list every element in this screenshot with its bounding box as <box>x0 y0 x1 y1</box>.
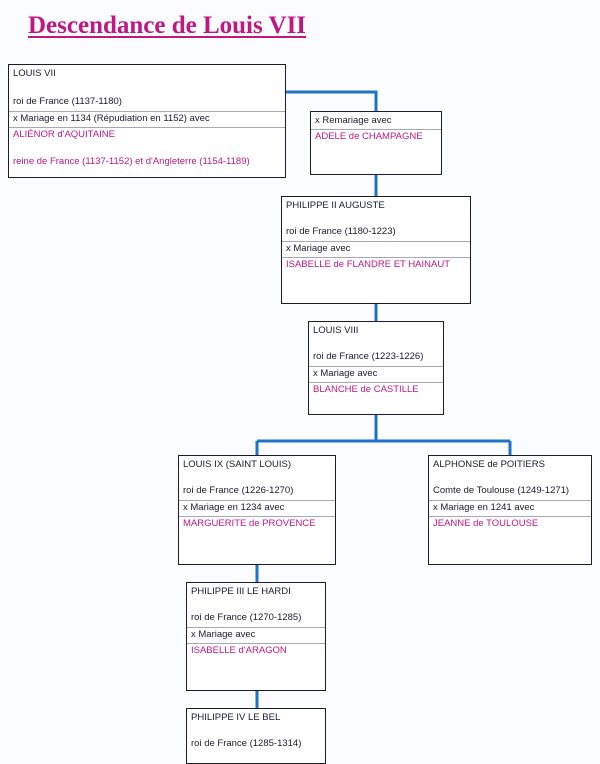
person-title: Comte de Toulouse (1249-1271) <box>433 485 570 496</box>
person-name: LOUIS VIII <box>313 325 359 336</box>
person-title: roi de France (1223-1226) <box>313 351 424 362</box>
person-box-remariage: x Remariage avec ADELE de CHAMPAGNE <box>310 111 442 175</box>
marriage-text: x Mariage avec <box>282 241 470 256</box>
person-box-louis-vii: LOUIS VII roi de France (1137-1180) x Ma… <box>8 64 286 178</box>
spouse-name: MARGUERITE de PROVENCE <box>179 516 335 531</box>
marriage-text: x Mariage en 1134 (Répudiation en 1152) … <box>9 111 285 126</box>
page-title: Descendance de Louis VII <box>28 12 307 39</box>
marriage-text: x Mariage en 1241 avec <box>429 500 591 515</box>
person-box-alphonse-de-poitiers: ALPHONSE de POITIERS Comte de Toulouse (… <box>428 455 592 565</box>
person-name: PHILIPPE II AUGUSTE <box>286 200 385 211</box>
spouse-name: JEANNE de TOULOUSE <box>429 516 591 531</box>
person-name: LOUIS IX (SAINT LOUIS) <box>183 459 292 470</box>
person-title: roi de France (1180-1223) <box>286 226 396 237</box>
spouse-title: reine de France (1137-1152) et d'Anglete… <box>13 156 250 167</box>
person-box-philippe-iv: PHILIPPE IV LE BEL roi de France (1285-1… <box>186 708 326 764</box>
person-name: LOUIS VII <box>13 68 56 79</box>
person-name: PHILIPPE III LE HARDI <box>191 586 291 597</box>
person-name: ALPHONSE de POITIERS <box>433 459 545 470</box>
person-box-philippe-iii: PHILIPPE III LE HARDI roi de France (127… <box>186 582 326 691</box>
spouse-name: ISABELLE d'ARAGON <box>187 643 325 658</box>
marriage-text: x Mariage avec <box>187 627 325 642</box>
connector-louis7-remariage <box>285 90 378 111</box>
spouse-name: ISABELLE de FLANDRE ET HAINAUT <box>282 257 470 272</box>
person-title: roi de France (1137-1180) <box>13 96 122 107</box>
connector-louis8-children <box>255 415 512 455</box>
person-box-louis-ix: LOUIS IX (SAINT LOUIS) roi de France (12… <box>178 455 336 565</box>
spouse-name: BLANCHE de CASTILLE <box>309 382 443 397</box>
spouse-name: ALIÉNOR d'AQUITAINE <box>9 127 285 142</box>
marriage-text: x Remariage avec <box>315 115 392 126</box>
person-title: roi de France (1226-1270) <box>183 485 294 496</box>
person-name: PHILIPPE IV LE BEL <box>191 712 281 723</box>
person-title: roi de France (1285-1314) <box>191 738 302 749</box>
person-box-louis-viii: LOUIS VIII roi de France (1223-1226) x M… <box>308 321 444 415</box>
person-title: roi de France (1270-1285) <box>191 612 302 623</box>
person-box-philippe-ii: PHILIPPE II AUGUSTE roi de France (1180-… <box>281 196 471 304</box>
spouse-name: ADELE de CHAMPAGNE <box>311 129 441 144</box>
marriage-text: x Mariage avec <box>309 366 443 381</box>
marriage-text: x Mariage en 1234 avec <box>179 500 335 515</box>
